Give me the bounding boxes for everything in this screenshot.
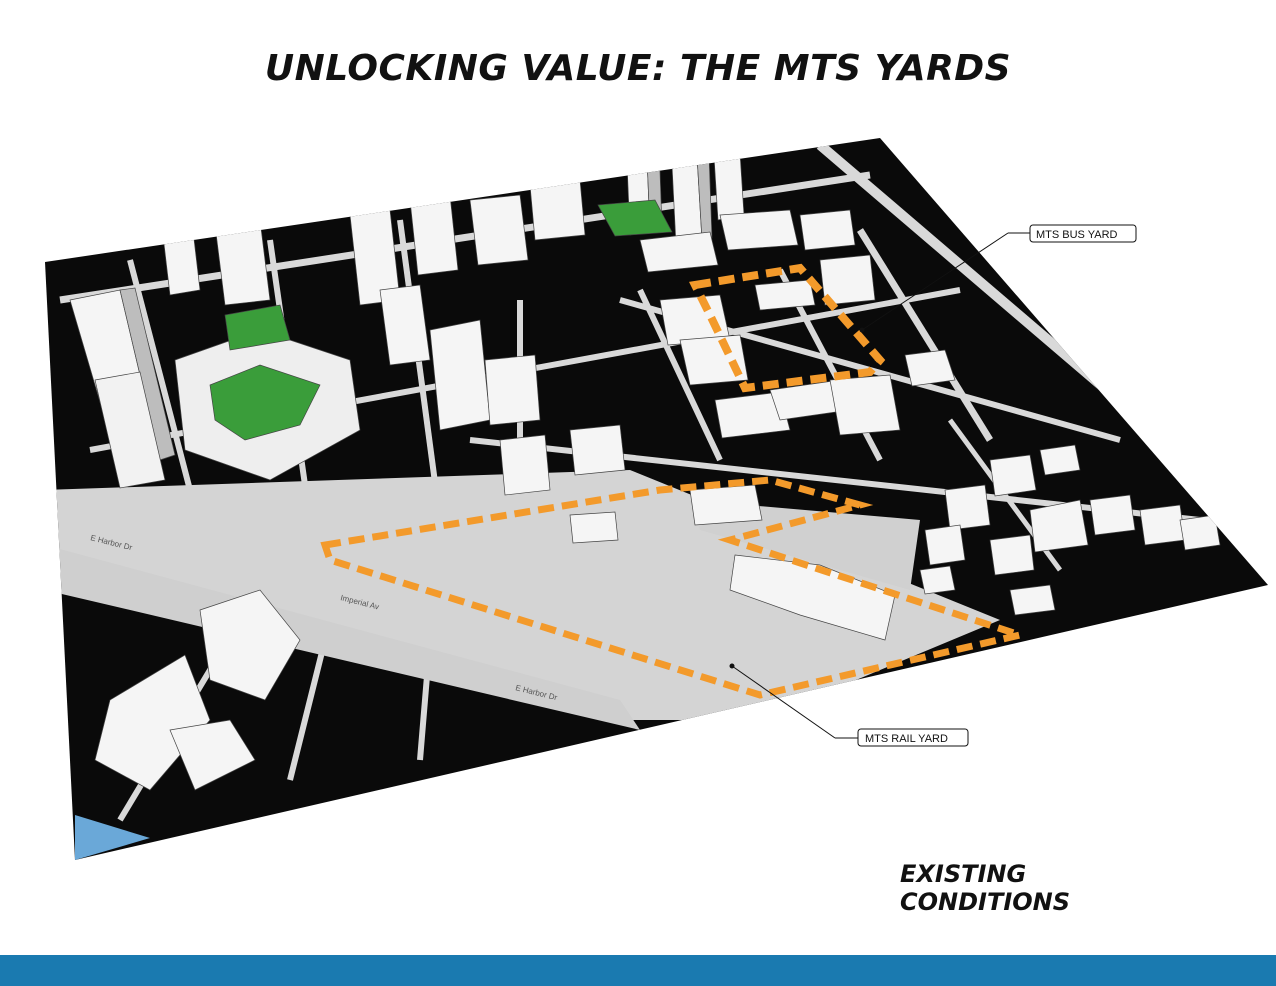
- stadium-field: [209, 364, 321, 441]
- harbor-drive: [45, 545, 640, 730]
- park-green: [224, 304, 291, 351]
- existing-conditions-caption: EXISTING CONDITIONS: [900, 860, 1071, 916]
- buildings: [69, 138, 1221, 791]
- plaza-green: [597, 199, 673, 237]
- rail-yard-callout: MTS RAIL YARD: [729, 663, 969, 747]
- bus-yard-label: MTS BUS YARD: [1036, 229, 1118, 241]
- bus-yard-boundary: [688, 263, 886, 393]
- rail-yard-boundary: [320, 476, 1034, 699]
- bottom-accent-bar: [0, 955, 1276, 986]
- east-triangle-lot: [690, 500, 920, 590]
- bus-yard-callout: MTS BUS YARD: [859, 224, 1137, 333]
- bay-water: [75, 815, 150, 860]
- rail-yard-label: MTS RAIL YARD: [865, 733, 948, 745]
- page-title: UNLOCKING VALUE: THE MTS YARDS: [264, 48, 1012, 89]
